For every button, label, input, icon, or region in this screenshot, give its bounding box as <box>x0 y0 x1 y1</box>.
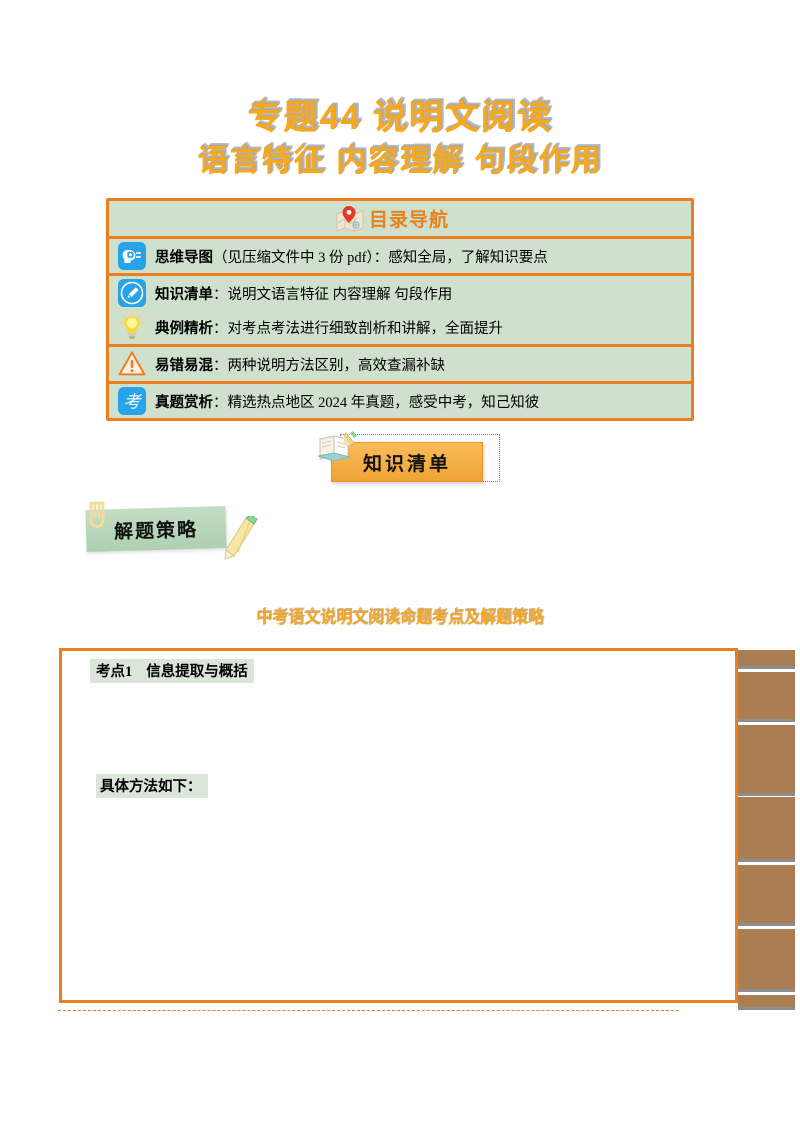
toc-row-label: 典例精析 <box>155 320 213 337</box>
edge-artifact-segment <box>738 929 795 989</box>
mind-map-head-icon <box>118 242 146 270</box>
knowledge-banner-label: 知识清单 <box>362 453 451 475</box>
pencil-icon <box>224 516 258 560</box>
edge-artifact-segment <box>738 995 795 1007</box>
paperclip-icon <box>89 501 105 528</box>
toc-row-label: 易错易混 <box>155 357 213 374</box>
toc-row-desc: ：精选热点地区 2024 年真题，感受中考，知己知彼 <box>213 394 540 411</box>
edge-artifact-divider <box>738 989 795 992</box>
page-title: 专题44 说明文阅读 语言特征 内容理解 句段作用 <box>0 98 800 180</box>
toc-row-real-exam[interactable]: 考 真题赏析：精选热点地区 2024 年真题，感受中考，知己知彼 <box>109 384 691 418</box>
exam-badge-icon: 考 <box>118 387 146 415</box>
map-pin-icon <box>336 205 364 232</box>
edge-artifact-divider <box>738 1007 795 1010</box>
toc-row-label: 真题赏析 <box>155 394 213 411</box>
test-point-label: 信息提取与概括 <box>146 664 248 680</box>
edge-artifact-divider <box>738 793 795 796</box>
knowledge-banner-plate: 知识清单 <box>331 442 483 482</box>
edge-artifact-segment <box>738 725 795 793</box>
toc-group: 思维导图（见压缩文件中 3 份 pdf）：感知全局，了解知识要点 <box>109 239 691 276</box>
edge-artifact-segment <box>738 797 795 859</box>
toc-row-desc: ：两种说明方法区别，高效查漏补缺 <box>213 357 445 374</box>
toc-row-text: 典例精析：对考点考法进行细致剖析和讲解，全面提升 <box>155 317 503 338</box>
edge-artifact-divider <box>738 859 795 862</box>
strategy-banner-label: 解题策略 <box>113 519 199 543</box>
test-point-number: 考点1 <box>96 664 133 680</box>
toc-row-example-analysis[interactable]: 典例精析：对考点考法进行细致剖析和讲解，全面提升 <box>109 310 691 344</box>
toc-row-text: 易错易混：两种说明方法区别，高效查漏补缺 <box>155 354 445 375</box>
edge-artifact-divider <box>738 666 795 669</box>
edge-artifact-segment <box>738 650 795 666</box>
toc-header: 目录导航 <box>109 201 691 239</box>
method-intro-line: 具体方法如下： <box>96 774 208 798</box>
toc-header-label: 目录导航 <box>368 210 449 231</box>
edge-artifact-segment <box>738 865 795 923</box>
svg-text:考: 考 <box>124 393 143 412</box>
toc-group: 考 真题赏析：精选热点地区 2024 年真题，感受中考，知己知彼 <box>109 384 691 418</box>
toc-navigation-panel: 目录导航 思维导图（见压缩文件中 3 份 pdf）：感知全局，了解知识要点 <box>106 198 694 421</box>
warning-triangle-icon <box>118 351 146 376</box>
toc-row-text: 知识清单：说明文语言特征 内容理解 句段作用 <box>155 283 452 304</box>
toc-row-mind-map[interactable]: 思维导图（见压缩文件中 3 份 pdf）：感知全局，了解知识要点 <box>109 239 691 273</box>
toc-row-desc: ：对考点考法进行细致剖析和讲解，全面提升 <box>213 320 503 337</box>
book-pencil-icon <box>318 431 357 462</box>
toc-row-common-mistakes[interactable]: 易错易混：两种说明方法区别，高效查漏补缺 <box>109 347 691 381</box>
toc-row-desc: ：说明文语言特征 内容理解 句段作用 <box>213 286 453 303</box>
strategy-banner: 解题策略 <box>72 500 262 562</box>
content-box: 考点1 信息提取与概括 具体方法如下： <box>58 648 738 1011</box>
edge-artifact-segment <box>738 672 795 719</box>
knowledge-list-banner: 知识清单 <box>318 431 504 488</box>
section-heading: 中考语文说明文阅读命题考点及解题策略 <box>256 608 544 627</box>
page-title-line-1: 专题44 说明文阅读 <box>247 99 553 137</box>
toc-row-label: 知识清单 <box>155 286 213 303</box>
toc-row-knowledge-list[interactable]: 知识清单：说明文语言特征 内容理解 句段作用 <box>109 276 691 310</box>
toc-row-desc: （见压缩文件中 3 份 pdf）：感知全局，了解知识要点 <box>213 249 548 266</box>
pen-icon <box>118 279 146 307</box>
page-title-line-2: 语言特征 内容理解 句段作用 <box>197 145 603 179</box>
lightbulb-icon <box>119 312 145 339</box>
toc-row-label: 思维导图 <box>155 249 213 266</box>
test-point-heading: 考点1 信息提取与概括 <box>90 659 254 683</box>
toc-row-text: 思维导图（见压缩文件中 3 份 pdf）：感知全局，了解知识要点 <box>155 246 548 267</box>
edge-artifact-divider <box>738 719 795 722</box>
edge-artifact-divider <box>738 923 795 926</box>
toc-row-text: 真题赏析：精选热点地区 2024 年真题，感受中考，知己知彼 <box>155 391 539 412</box>
toc-group: 易错易混：两种说明方法区别，高效查漏补缺 <box>109 347 691 384</box>
toc-group: 知识清单：说明文语言特征 内容理解 句段作用 典例精析：对考点考法进行细致剖析和… <box>109 276 691 347</box>
